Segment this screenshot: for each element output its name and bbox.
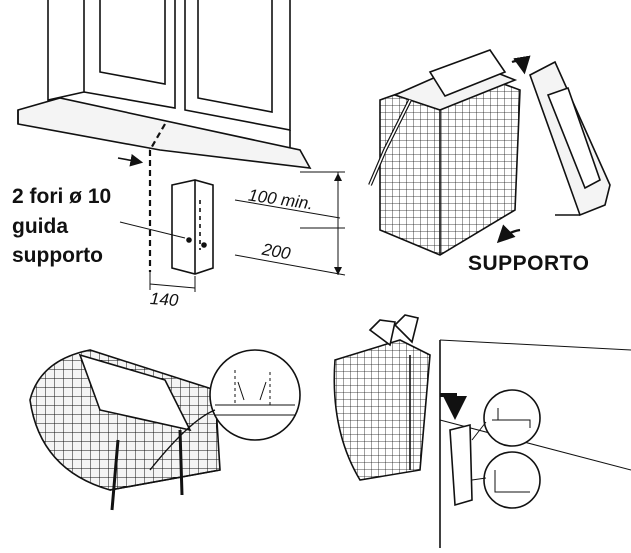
unit-support-panel: [368, 49, 611, 256]
support-caption: SUPPORTO: [468, 252, 590, 275]
width-label: 140: [149, 289, 180, 310]
holes-label: 2 fori ø 10: [12, 185, 112, 208]
curved-arrow-icon: [496, 224, 521, 244]
window-sill-panel: [17, 0, 346, 292]
unit-mounted-panel: [333, 314, 631, 548]
guide-label: guida: [12, 215, 68, 238]
support-word-label: supporto: [12, 244, 103, 267]
curved-arrow-icon: [511, 55, 531, 75]
unit-placement-panel: [29, 349, 301, 511]
